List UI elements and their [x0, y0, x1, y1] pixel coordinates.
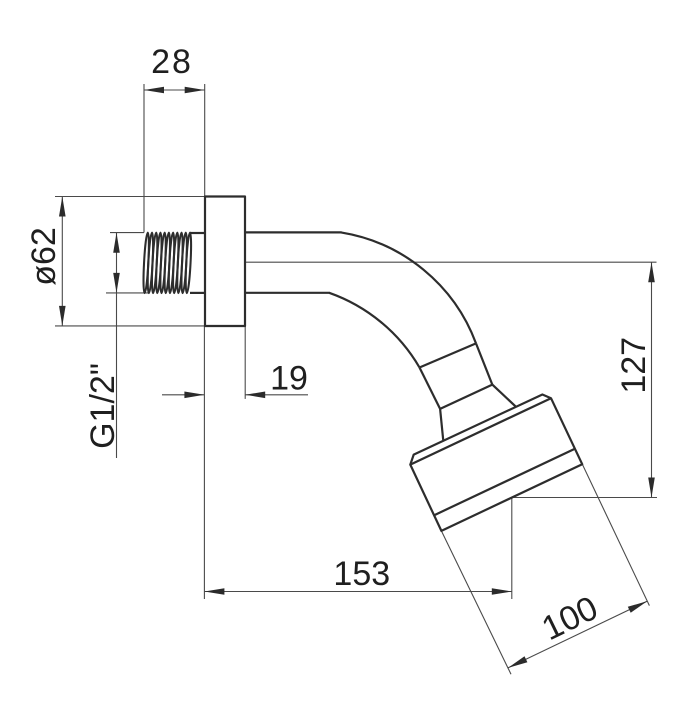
svg-text:153: 153	[333, 555, 390, 593]
svg-text:127: 127	[615, 337, 653, 394]
svg-text:19: 19	[270, 360, 308, 398]
svg-text:G1/2": G1/2"	[84, 363, 122, 449]
svg-text:28: 28	[151, 43, 193, 81]
svg-text:ø62: ø62	[25, 227, 63, 286]
